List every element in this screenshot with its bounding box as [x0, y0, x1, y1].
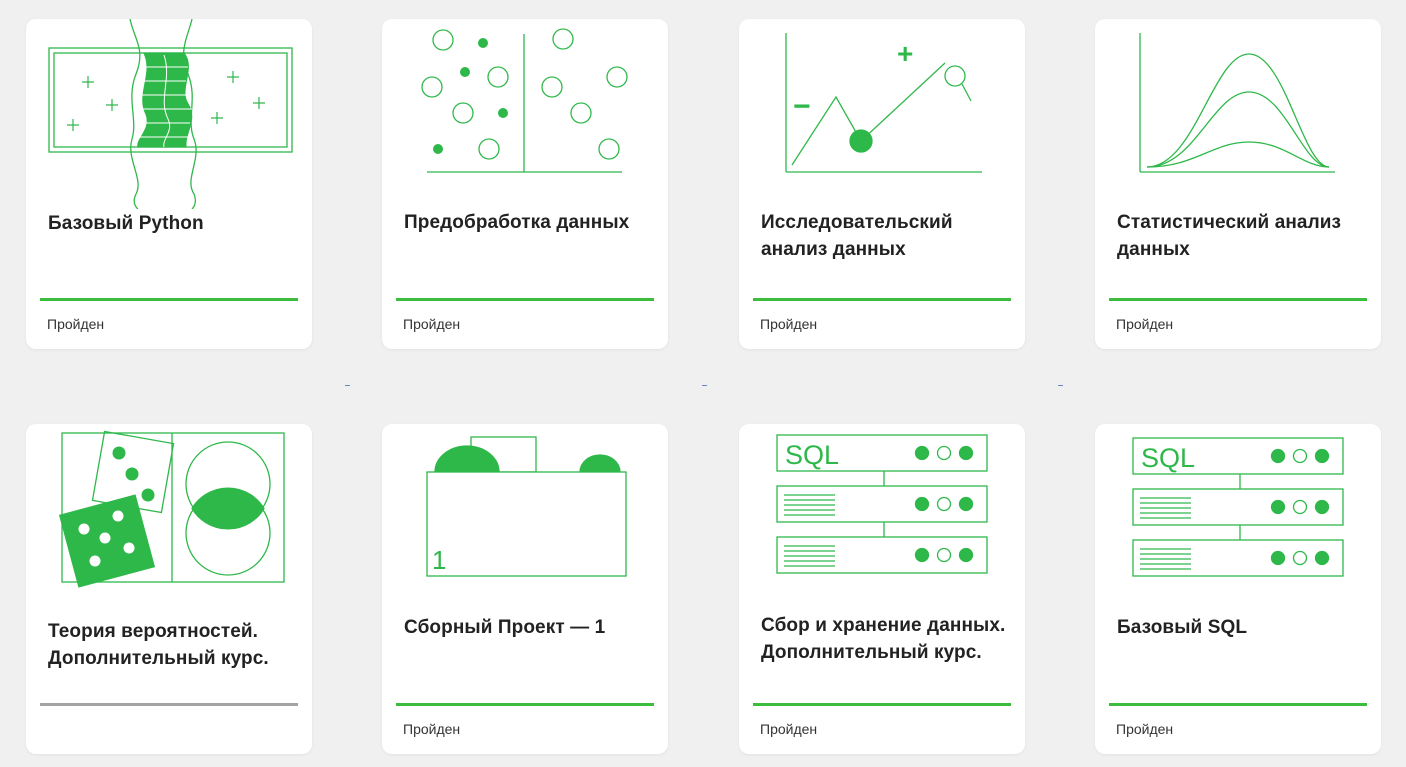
course-title: Статистический анализ данных — [1117, 212, 1342, 260]
course-card-probability-theory[interactable]: Теория вероятностей. Дополнительный курс… — [26, 424, 312, 754]
course-title: Предобработка данных — [404, 212, 630, 233]
course-card-data-preprocessing[interactable]: Предобработка данных Пройден — [382, 19, 668, 349]
sql-label: SQL — [785, 440, 839, 470]
course-title: Теория вероятностей. Дополнительный курс… — [48, 621, 269, 669]
sql-servers-illustration: SQL — [1095, 424, 1381, 614]
progress-bar-complete — [1109, 298, 1367, 301]
minus-sign: − — [793, 90, 811, 123]
progress-bar-complete — [396, 703, 654, 706]
status-label: Пройден — [760, 721, 818, 737]
progress-bar-incomplete — [40, 703, 298, 706]
line-chart-magnifier-illustration: + − — [739, 19, 1025, 209]
progress-bar-complete — [40, 298, 298, 301]
sql-servers-illustration: SQL — [739, 424, 1025, 614]
separator-mark — [1058, 385, 1063, 386]
dice-venn-illustration — [26, 424, 312, 614]
course-card-basic-python[interactable]: Базовый Python Пройден — [26, 19, 312, 349]
progress-bar-complete — [1109, 703, 1367, 706]
separator-mark — [345, 385, 350, 386]
course-title: Базовый Python — [48, 213, 204, 234]
progress-bar-complete — [396, 298, 654, 301]
course-title: Сборный Проект — 1 — [404, 617, 606, 638]
course-title: Сбор и хранение данных. Дополнительный к… — [761, 615, 1006, 663]
status-label: Пройден — [1116, 316, 1174, 332]
course-title: Базовый SQL — [1117, 617, 1248, 638]
course-card-exploratory-analysis[interactable]: + − Исследовательский анализ данных Прой… — [739, 19, 1025, 349]
course-card-basic-sql[interactable]: SQL Базовый SQL Пройден — [1095, 424, 1381, 754]
distribution-curves-illustration — [1095, 19, 1381, 209]
progress-bar-complete — [753, 298, 1011, 301]
progress-bar-complete — [753, 703, 1011, 706]
course-card-data-collection-storage[interactable]: SQL Сбор и хранение данных. Дополнительн… — [739, 424, 1025, 754]
status-label: Пройден — [760, 316, 818, 332]
folder-number: 1 — [432, 545, 446, 575]
status-label: Пройден — [1116, 721, 1174, 737]
separator-mark — [702, 385, 707, 386]
folder-project-illustration: 1 — [382, 424, 668, 614]
sql-label: SQL — [1141, 443, 1195, 473]
plus-sign: + — [897, 38, 913, 69]
scatter-split-illustration — [382, 19, 668, 209]
status-label: Пройден — [403, 721, 461, 737]
python-banknote-illustration — [26, 19, 312, 209]
course-card-statistical-analysis[interactable]: Статистический анализ данных Пройден — [1095, 19, 1381, 349]
course-card-capstone-project-1[interactable]: 1 Сборный Проект — 1 Пройден — [382, 424, 668, 754]
course-title: Исследовательский анализ данных — [761, 212, 953, 260]
status-label: Пройден — [47, 316, 105, 332]
status-label: Пройден — [403, 316, 461, 332]
